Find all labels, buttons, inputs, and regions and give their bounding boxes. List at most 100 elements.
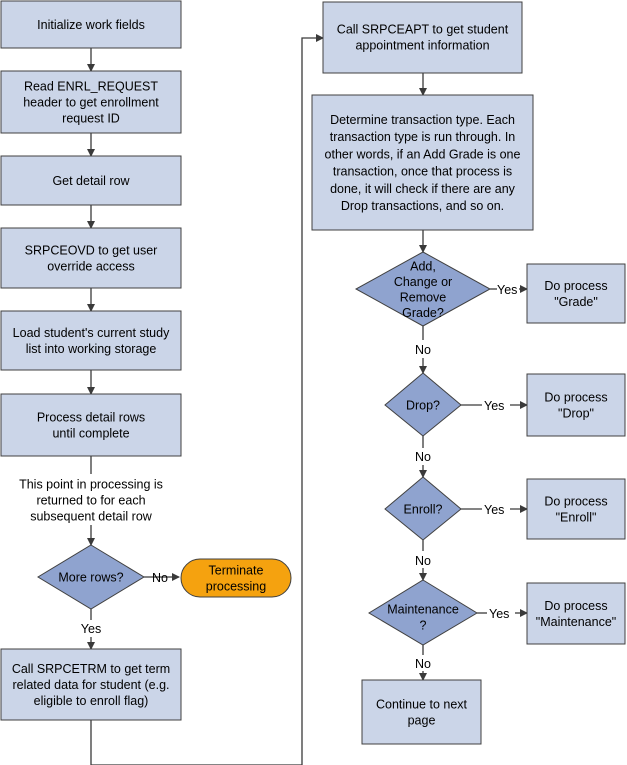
grade-process-box <box>526 263 626 324</box>
text-line: page <box>408 714 436 728</box>
enroll-no-label: No <box>415 554 431 568</box>
text-line: "Maintenance" <box>536 615 616 629</box>
text-line: related data for student (e.g. <box>12 678 169 692</box>
text-line: "Grade" <box>554 295 598 309</box>
maintenance-decision <box>368 579 478 646</box>
nodes <box>0 0 626 745</box>
grade-process-text: Do process "Grade" <box>544 279 607 309</box>
text-line: list into working storage <box>26 342 157 356</box>
connectors <box>87 34 528 765</box>
grade-decision <box>354 251 492 327</box>
text-line: returned to for each <box>36 494 145 508</box>
read-header-box <box>0 70 182 134</box>
terminate-node <box>180 558 292 598</box>
text-line: Do process <box>544 279 607 293</box>
more-rows-no-label: No <box>152 571 168 585</box>
term-data-text: Call SRPCETRM to get term related data fo… <box>12 662 170 708</box>
text-line: override access <box>47 260 135 274</box>
override-text: SRPCEOVD to get user override access <box>25 244 158 274</box>
text-line: Add, <box>410 259 436 273</box>
text-line: other words, if an Add Grade is one <box>325 147 521 161</box>
determine-box <box>311 94 534 231</box>
text-line: Initialize work fields <box>37 18 145 32</box>
drop-no-label: No <box>415 450 431 464</box>
text-line: "Drop" <box>558 407 594 421</box>
drop-process-text: Do process "Drop" <box>544 391 607 421</box>
more-rows-text: More rows? <box>58 571 123 585</box>
text-line: transaction, once that process is <box>333 165 512 179</box>
enroll-process-text: Do process "Enroll" <box>544 495 607 525</box>
drop-decision <box>384 372 462 437</box>
text-line: until complete <box>52 427 129 441</box>
get-detail-text: Get detail row <box>52 174 130 188</box>
text-line: done, it will check if there are any <box>330 182 516 196</box>
enroll-decision <box>384 476 462 541</box>
text-line: Maintenance <box>387 603 459 617</box>
term-data-box <box>0 648 182 721</box>
text-line: Call SRPCETRM to get term <box>12 662 170 676</box>
terminate-text: Terminate processing <box>206 564 266 594</box>
load-list-text: Load student's current study list into wo… <box>13 326 170 356</box>
init-text: Initialize work fields <box>37 18 145 32</box>
text-line: This point in processing is <box>19 478 163 492</box>
text-line: Do process <box>544 495 607 509</box>
drop-process-box <box>526 373 626 437</box>
grade-yes-label: Yes <box>497 283 517 297</box>
maintenance-decision-text: Maintenance? <box>387 603 459 633</box>
text-line: Continue to next <box>376 698 468 712</box>
text-line: Process detail rows <box>37 411 145 425</box>
continue-box <box>361 679 482 745</box>
more-rows-yes-label: Yes <box>81 622 101 636</box>
enroll-process-box <box>526 478 626 540</box>
text-line: "Enroll" <box>556 511 597 525</box>
get-detail-box <box>0 155 182 206</box>
load-list-box <box>0 310 182 371</box>
text-line: Grade? <box>402 306 444 320</box>
enroll-yes-label: Yes <box>484 503 504 517</box>
maintenance-process-text: Do process "Maintenance" <box>536 599 616 629</box>
text-line: Do process <box>544 599 607 613</box>
appointment-text: Call SRPCEAPT to get student appointment … <box>337 23 509 53</box>
drop-decision-text: Drop? <box>406 399 440 413</box>
text-line: Remove <box>400 290 447 304</box>
text-line: Terminate <box>209 564 264 578</box>
note-text: This point in processing is returned to f… <box>19 478 163 524</box>
text-line: Load student's current study <box>13 326 170 340</box>
node-text: Initialize work fields Read ENRL_REQUEST… <box>12 18 616 728</box>
determine-text: Determine transaction type. Each transact… <box>325 113 521 213</box>
text-line: Determine transaction type. Each <box>330 113 515 127</box>
text-line: Enroll? <box>404 503 443 517</box>
init-box <box>0 0 182 49</box>
text-line: Read ENRL_REQUEST <box>24 80 158 94</box>
text-line: Change or <box>394 275 452 289</box>
text-line: header to get enrollment <box>23 96 159 110</box>
more-rows-decision <box>37 544 145 610</box>
text-line: request ID <box>62 112 120 126</box>
text-line: More rows? <box>58 571 123 585</box>
text-line: SRPCEOVD to get user <box>25 244 158 258</box>
grade-no-label: No <box>415 343 431 357</box>
process-rows-text: Process detail rows until complete <box>37 411 145 441</box>
maintenance-no-label: No <box>415 657 431 671</box>
text-line: transaction type is run through. In <box>330 130 516 144</box>
maintenance-process-box <box>526 582 626 645</box>
text-line: Drop transactions, and so on. <box>341 199 504 213</box>
enroll-decision-text: Enroll? <box>404 503 443 517</box>
text-line: Do process <box>544 391 607 405</box>
drop-yes-label: Yes <box>484 399 504 413</box>
text-line: subsequent detail row <box>30 510 153 524</box>
text-line: Call SRPCEAPT to get student <box>337 23 509 37</box>
text-line: Drop? <box>406 399 440 413</box>
text-line: processing <box>206 580 266 594</box>
text-line: eligible to enroll flag) <box>34 694 149 708</box>
text-line: Get detail row <box>52 174 130 188</box>
maintenance-yes-label: Yes <box>489 607 509 621</box>
arrow-term-to-appointment <box>90 34 324 765</box>
appointment-box <box>322 1 523 74</box>
process-rows-box <box>0 393 182 457</box>
text-line: appointment information <box>355 39 489 53</box>
